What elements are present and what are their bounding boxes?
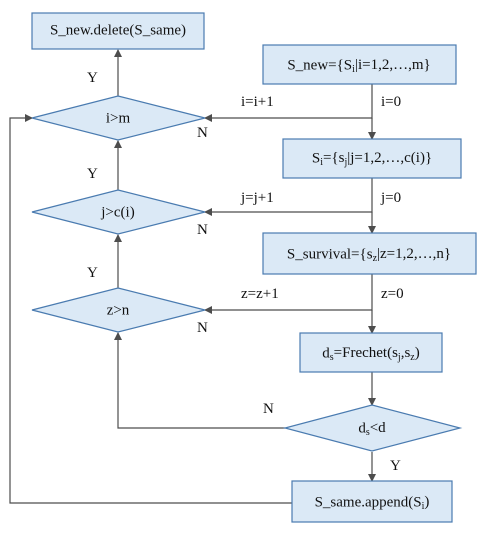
edge-labels: Y Y Y Y N N N N i=i+1 i=0 j=j+1 j=0 z=z+… xyxy=(87,70,404,474)
label-n-ds: N xyxy=(263,401,274,417)
decision-ds-lt-d xyxy=(282,404,463,452)
survival-box xyxy=(262,232,477,275)
label-i-init: i=0 xyxy=(381,94,401,110)
survival-box-text: S_survival={sz|z=1,2,…,n} xyxy=(287,246,451,264)
append-box xyxy=(291,480,453,523)
decision-z-text: z>n xyxy=(107,302,130,318)
s-new-sub-i: i xyxy=(352,64,355,75)
label-j-increment: j=j+1 xyxy=(240,190,274,206)
decision-ds-text: ds<d xyxy=(358,420,386,438)
decision-j-text: j>c(i) xyxy=(100,204,134,220)
edge-snew-to-i-check xyxy=(204,84,373,122)
process-boxes: S_new.delete(S_same) S_new={Si|i=1,2,…,m… xyxy=(31,12,477,523)
label-n-z: N xyxy=(197,320,208,336)
si-box xyxy=(282,138,462,179)
label-n-j: N xyxy=(197,222,208,238)
decision-i-gt-m xyxy=(31,95,206,141)
label-y-z: Y xyxy=(87,265,98,281)
label-y-j: Y xyxy=(87,166,98,182)
frechet-sub-j: j xyxy=(397,352,401,363)
si-sub-j: j xyxy=(343,157,347,168)
edge-survival-to-z-check xyxy=(204,274,373,314)
edge-si-to-j-check xyxy=(204,178,373,216)
label-i-increment: i=i+1 xyxy=(241,94,274,110)
delete-box-text: S_new.delete(S_same) xyxy=(50,22,186,38)
surv-sub-z: z xyxy=(373,253,378,264)
label-y-ds: Y xyxy=(390,458,401,474)
label-z-increment: z=z+1 xyxy=(241,286,279,302)
label-z-init: z=0 xyxy=(381,286,404,302)
edge-append-loop xyxy=(9,114,292,504)
label-y-i: Y xyxy=(87,70,98,86)
append-box-text: S_same.append(Si) xyxy=(315,494,430,512)
ds-sub-s: s xyxy=(366,427,370,438)
label-n-i: N xyxy=(197,125,208,141)
frechet-box-text: ds=Frechet(sj,sz) xyxy=(322,345,420,363)
decision-i-text: i>m xyxy=(106,110,131,126)
label-j-init: j=0 xyxy=(380,190,401,206)
si-box-text: Si={sj|j=1,2,…,c(i)} xyxy=(312,150,432,168)
frechet-sub-z: z xyxy=(410,352,415,363)
frechet-sub-s: s xyxy=(330,352,334,363)
s-new-box xyxy=(262,44,457,85)
si-sub-i: i xyxy=(320,157,323,168)
delete-box xyxy=(31,12,205,50)
decision-z-gt-n xyxy=(31,287,206,333)
edge-ds-no xyxy=(114,332,285,429)
decision-j-gt-ci xyxy=(31,189,206,235)
append-sub-i: i xyxy=(422,501,425,512)
s-new-box-text: S_new={Si|i=1,2,…,m} xyxy=(287,57,430,75)
decision-nodes: i>m j>c(i) z>n ds<d xyxy=(31,95,463,452)
connectors xyxy=(9,49,376,504)
frechet-box xyxy=(299,332,443,373)
